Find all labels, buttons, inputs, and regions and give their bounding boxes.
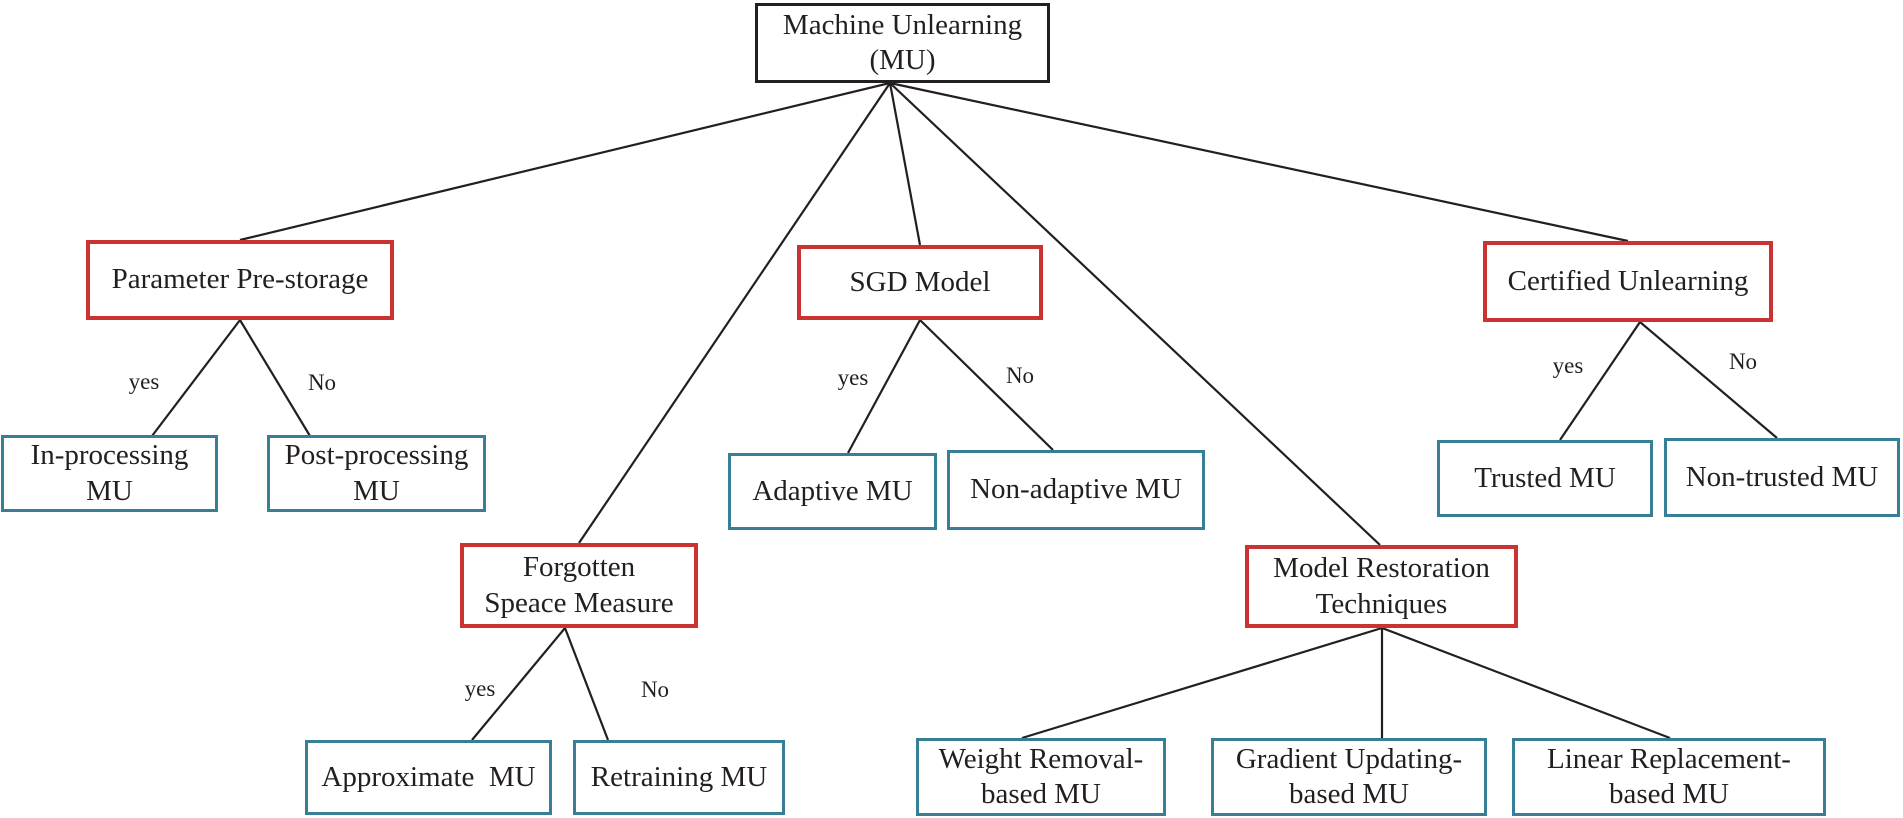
edge-root-certified-unlearning — [889, 81, 1629, 243]
edge-label-certified-yes: yes — [1550, 353, 1586, 379]
node-adaptive-mu: Adaptive MU — [728, 453, 937, 530]
edge-forgotten-approximate — [471, 627, 566, 741]
node-certified-unlearning: Certified Unlearning — [1483, 241, 1773, 322]
edge-restoration-linear-replacement — [1381, 626, 1671, 740]
edge-certified-non-trusted — [1639, 321, 1778, 439]
edge-root-sgd-model — [888, 82, 922, 246]
node-sgd-model: SGD Model — [797, 245, 1043, 320]
edge-label-sgd-no: No — [1003, 363, 1037, 389]
node-approximate-mu: Approximate MU — [305, 740, 552, 815]
edge-label-parameter-yes: yes — [126, 369, 162, 395]
edge-label-forgotten-yes: yes — [462, 676, 498, 702]
node-retraining-mu: Retraining MU — [573, 740, 785, 815]
node-non-adaptive-mu: Non-adaptive MU — [947, 450, 1205, 530]
edge-restoration-weight-removal — [1021, 626, 1383, 740]
node-machine-unlearning: Machine Unlearning (MU) — [755, 3, 1050, 83]
edge-root-forgotten-speace-measure — [578, 82, 891, 544]
node-forgotten-speace-measure: Forgotten Speace Measure — [460, 543, 698, 628]
edge-label-forgotten-no: No — [638, 677, 672, 703]
node-in-processing-mu: In-processing MU — [1, 435, 218, 512]
node-gradient-updating-based-mu: Gradient Updating- based MU — [1211, 738, 1487, 816]
edge-sgd-adaptive — [847, 319, 921, 454]
edge-root-model-restoration — [889, 82, 1381, 546]
edge-certified-trusted — [1559, 321, 1641, 441]
edge-parameter-in-processing — [151, 319, 241, 437]
edge-label-certified-no: No — [1726, 349, 1760, 375]
node-model-restoration-techniques: Model Restoration Techniques — [1245, 545, 1518, 628]
node-weight-removal-based-mu: Weight Removal- based MU — [916, 738, 1166, 816]
node-non-trusted-mu: Non-trusted MU — [1664, 438, 1900, 517]
node-parameter-pre-storage: Parameter Pre-storage — [86, 240, 394, 320]
node-linear-replacement-based-mu: Linear Replacement- based MU — [1512, 738, 1826, 816]
edge-sgd-non-adaptive — [919, 319, 1054, 451]
node-trusted-mu: Trusted MU — [1437, 440, 1653, 517]
edge-root-parameter-pre-storage — [239, 81, 891, 242]
edge-forgotten-retraining — [563, 627, 610, 741]
edge-parameter-post-processing — [239, 319, 311, 437]
edge-label-parameter-no: No — [305, 370, 339, 396]
edge-label-sgd-yes: yes — [835, 365, 871, 391]
node-post-processing-mu: Post-processing MU — [267, 435, 486, 512]
